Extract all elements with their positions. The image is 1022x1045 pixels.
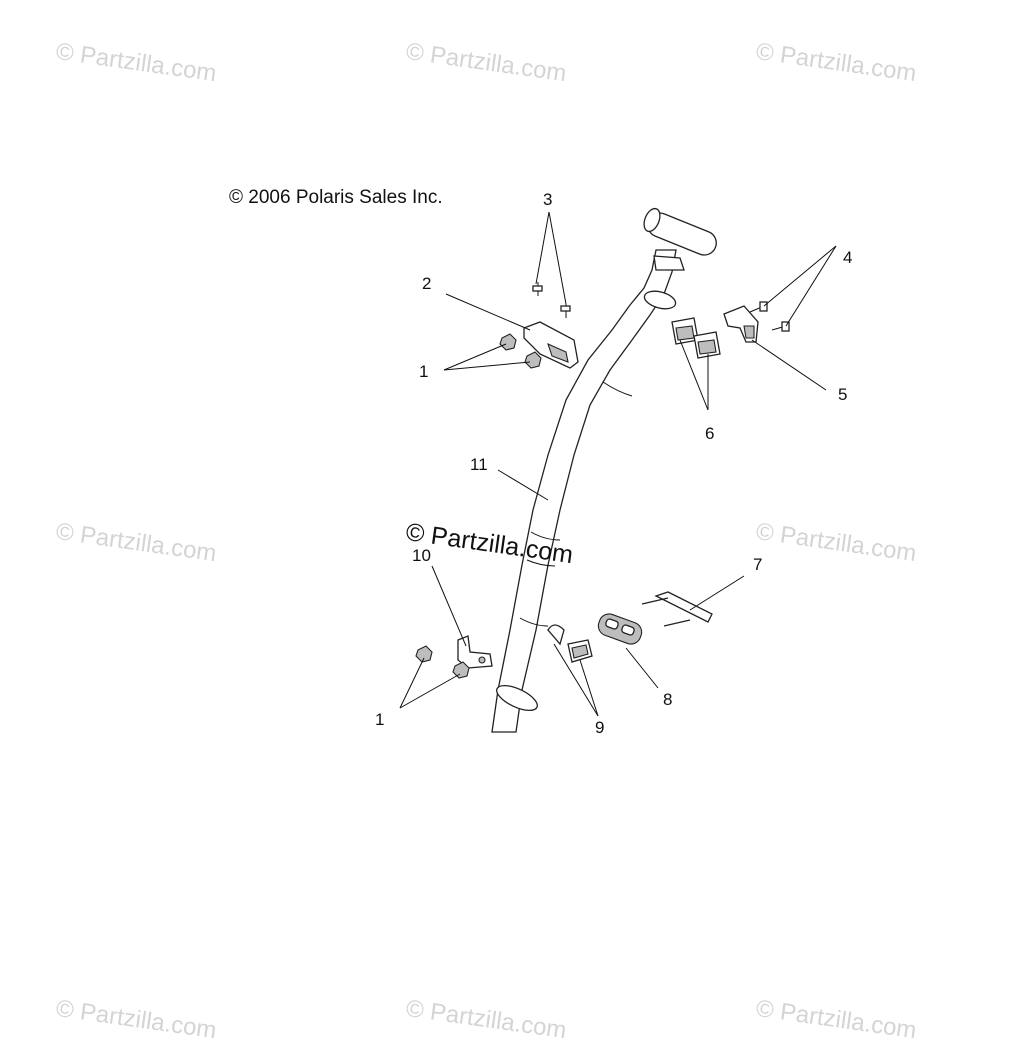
callout-6: 6 (705, 424, 714, 443)
bolts-part-4[interactable] (749, 301, 790, 332)
tube-part-11[interactable] (491, 206, 720, 733)
bushings-part-9[interactable] (547, 624, 593, 663)
pin-plate-part-7[interactable] (641, 591, 713, 627)
upper-clamp-part-5[interactable] (723, 305, 759, 343)
upper-bracket-part-2[interactable] (523, 321, 579, 369)
callout-1-bottom: 1 (375, 710, 384, 729)
bushing-block-part-8[interactable] (596, 611, 645, 647)
lower-bracket-part-10[interactable] (457, 635, 493, 669)
callout-2: 2 (422, 274, 431, 293)
callout-4: 4 (843, 248, 852, 267)
callout-8: 8 (663, 690, 672, 709)
leader-lines (399, 211, 837, 717)
callout-7: 7 (753, 555, 762, 574)
callout-1-top: 1 (419, 362, 428, 381)
parts-diagram: © Partzilla.com © Partzilla.com © Partzi… (54, 38, 918, 1044)
nuts-part-1-top[interactable] (499, 333, 542, 369)
callout-9: 9 (595, 718, 604, 737)
bolts-part-3[interactable] (532, 282, 571, 318)
callout-5: 5 (838, 385, 847, 404)
nuts-part-1-bottom[interactable] (415, 645, 470, 679)
callout-10: 10 (412, 546, 431, 565)
callout-11: 11 (470, 455, 488, 474)
copyright-text: © 2006 Polaris Sales Inc. (229, 187, 443, 208)
callout-3: 3 (543, 190, 552, 209)
exploded-view-drawing: 3 2 1 4 5 6 11 10 7 8 9 1 (375, 190, 852, 737)
bushings-part-6[interactable] (671, 317, 721, 359)
